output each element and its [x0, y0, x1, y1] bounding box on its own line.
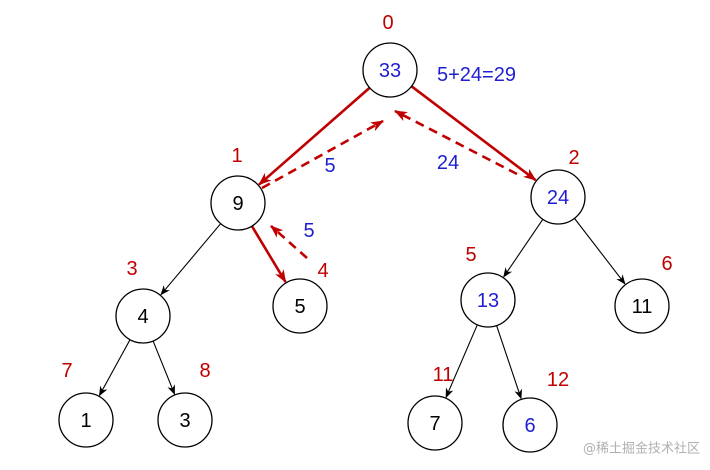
tree-node-1: 91 — [210, 145, 266, 231]
tree-node-3: 43 — [115, 258, 171, 344]
node-circle — [362, 42, 418, 98]
tree-node-5: 13 5 — [460, 244, 516, 328]
edge-n1-n4 — [250, 225, 287, 283]
edge-n0-n1 — [258, 86, 371, 186]
sum-annotation: 5+24=29 — [437, 64, 516, 86]
node-index-label: 5 — [465, 244, 476, 266]
return-value-label: 5 — [324, 155, 335, 177]
node-circle — [407, 395, 463, 451]
node-circle — [530, 169, 586, 225]
node-circle — [210, 175, 266, 231]
return-arrow-n4-n1 — [270, 225, 308, 259]
node-index-label: 0 — [382, 12, 393, 34]
node-circle — [115, 288, 171, 344]
node-index-label: 11 — [433, 364, 454, 386]
return-arrow-n1-n0 — [261, 119, 384, 190]
node-index-label: 4 — [317, 260, 328, 282]
tree-node-4: 54 — [272, 260, 329, 334]
edge-n1-n3 — [160, 223, 222, 296]
node-value: 33 — [379, 60, 401, 82]
tree-node-0: 33 0 — [362, 12, 418, 98]
tree-node-6: 11 6 — [614, 253, 673, 334]
node-value: 3 — [179, 410, 190, 432]
edge-n2-n5 — [503, 219, 544, 278]
node-index-label: 1 — [231, 145, 242, 167]
tree-node-2: 24 2 — [530, 147, 586, 225]
node-value: 6 — [524, 415, 535, 437]
node-value: 1 — [80, 410, 91, 432]
return-arrows-layer: 5 5 24 — [261, 109, 518, 259]
node-circle — [502, 397, 558, 453]
return-arrow-n2-n0 — [394, 109, 518, 176]
node-circle — [460, 272, 516, 328]
node-circle — [272, 278, 328, 334]
edge-n0-n2 — [410, 85, 537, 182]
watermark-text: @稀土掘金技术社区 — [583, 441, 700, 457]
node-index-label: 8 — [199, 360, 210, 382]
edge-n3-n8 — [152, 340, 176, 395]
node-circle — [58, 392, 114, 448]
edge-n3-n7 — [98, 339, 131, 397]
node-index-label: 7 — [61, 360, 72, 382]
node-index-label: 3 — [126, 258, 137, 280]
node-circle — [157, 392, 213, 448]
node-value: 4 — [137, 306, 148, 328]
node-index-label: 6 — [661, 253, 672, 275]
tree-node-11: 7 11 — [407, 364, 463, 451]
return-value-label: 24 — [437, 152, 459, 174]
node-value: 24 — [547, 187, 569, 209]
node-value: 13 — [477, 290, 499, 312]
edge-n5-n12 — [496, 325, 523, 400]
node-value: 7 — [429, 413, 440, 435]
node-value: 9 — [232, 193, 243, 215]
tree-node-12: 6 12 — [502, 369, 569, 453]
tree-node-8: 38 — [157, 360, 213, 448]
return-value-label: 5 — [303, 220, 314, 242]
node-value: 11 — [632, 296, 653, 318]
node-circle — [614, 278, 670, 334]
edge-n5-n11 — [445, 324, 478, 399]
node-index-label: 2 — [568, 147, 579, 169]
edge-n2-n6 — [574, 218, 626, 285]
node-value: 5 — [294, 296, 305, 318]
tree-node-7: 17 — [58, 360, 114, 448]
node-index-label: 12 — [547, 369, 569, 391]
edges-layer — [98, 85, 626, 400]
